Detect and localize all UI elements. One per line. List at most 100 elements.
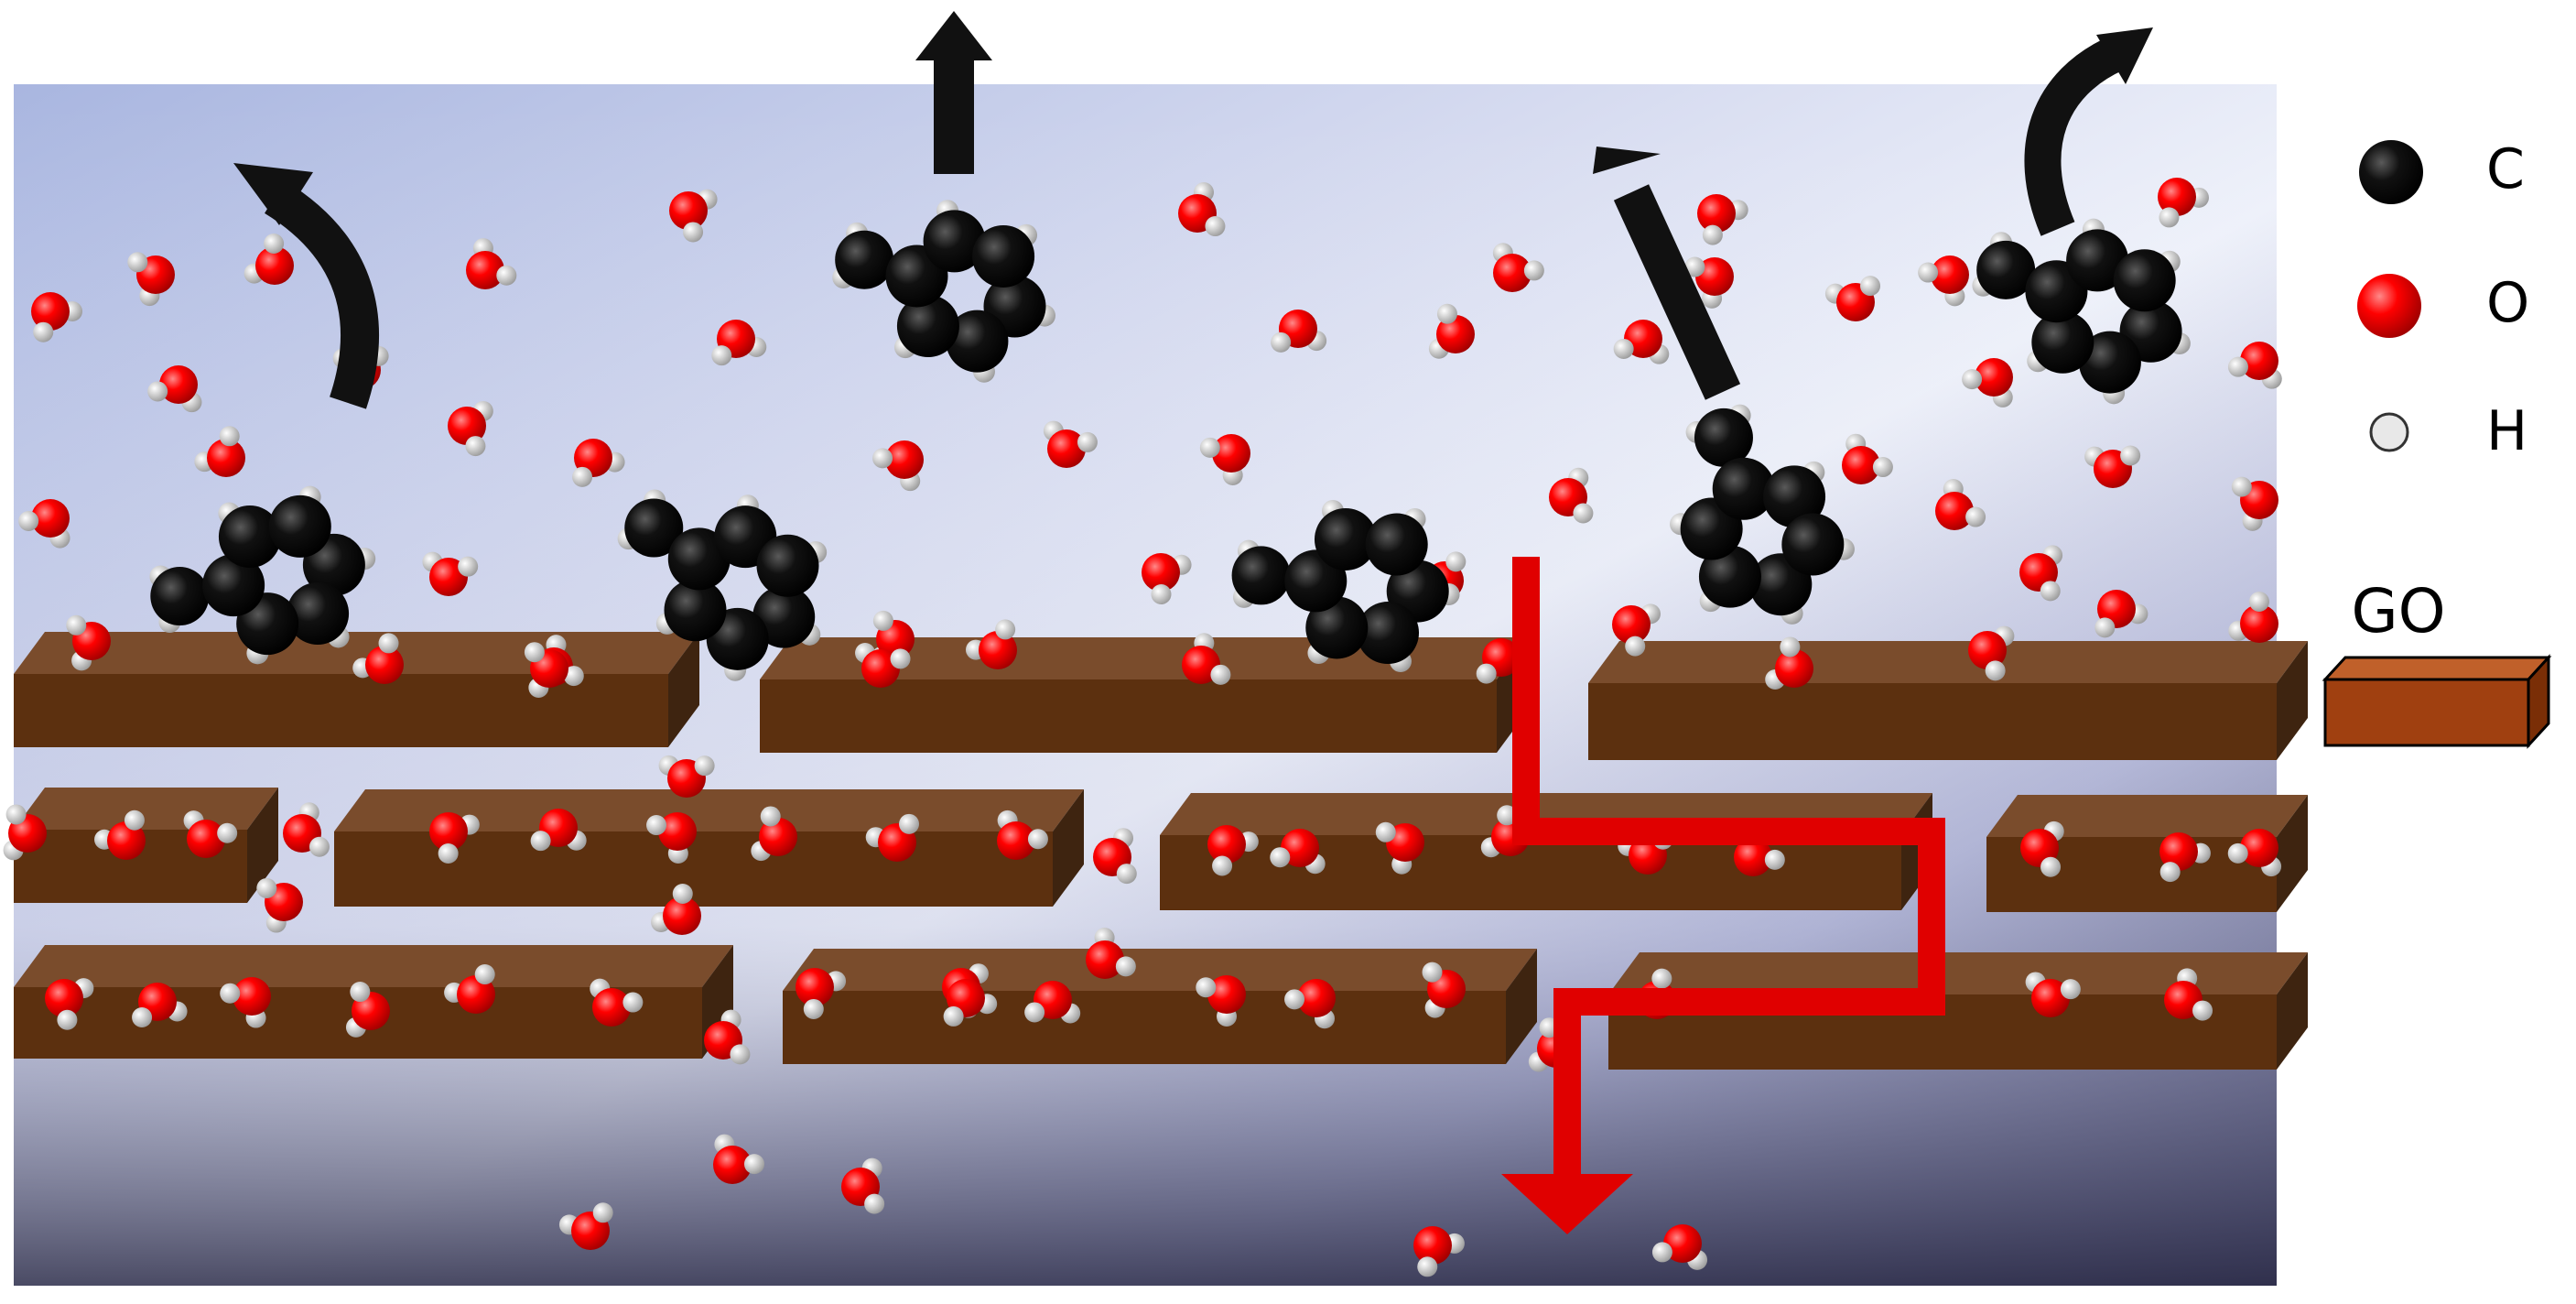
- water-molecule: [132, 983, 188, 1028]
- go-swatch: [2322, 654, 2552, 749]
- water-molecule: [943, 979, 998, 1027]
- water-molecule: [244, 234, 294, 285]
- water-molecule: [1824, 276, 1881, 321]
- toluene-molecule: [149, 485, 376, 665]
- water-molecule: [2227, 829, 2282, 877]
- water-molecule: [1182, 633, 1231, 685]
- water-molecule: [1842, 433, 1893, 484]
- water-molecule: [997, 810, 1048, 860]
- water-molecule: [669, 189, 718, 243]
- water-molecule: [1918, 255, 1969, 307]
- water-molecule: [18, 499, 70, 549]
- water-molecule: [1549, 467, 1594, 524]
- water-molecule: [855, 643, 911, 688]
- go-sheet: [783, 949, 1537, 1064]
- water-molecule: [872, 440, 924, 492]
- carbon-label: C: [2486, 137, 2525, 201]
- toluene-molecule: [1231, 499, 1460, 673]
- water-molecule: [2158, 178, 2209, 228]
- water-molecule: [1684, 256, 1734, 309]
- water-molecule: [127, 252, 175, 307]
- water-molecule: [2084, 445, 2141, 488]
- water-molecule: [2227, 342, 2282, 389]
- water-molecule: [466, 238, 517, 289]
- water-molecule: [1613, 320, 1670, 364]
- toluene-molecule: [1670, 404, 1855, 625]
- go-sheet: [334, 789, 1084, 907]
- water-molecule: [524, 642, 568, 698]
- water-molecule: [256, 877, 303, 933]
- water-molecule: [1270, 829, 1326, 875]
- water-molecule: [2019, 545, 2063, 602]
- water-molecule: [1428, 303, 1475, 359]
- water-molecule: [713, 1134, 764, 1184]
- water-molecule: [1375, 821, 1424, 875]
- water-molecule: [530, 809, 587, 852]
- water-molecule: [444, 964, 495, 1014]
- water-molecule: [429, 812, 480, 864]
- water-molecule: [147, 365, 202, 413]
- go-sheet: [14, 632, 699, 747]
- water-molecule: [796, 968, 847, 1019]
- water-molecule: [1492, 243, 1544, 292]
- diagonal-arrow: [1593, 147, 1741, 400]
- oxygen-label: O: [2486, 271, 2529, 335]
- water-molecule: [1086, 928, 1136, 979]
- water-molecule: [1968, 625, 2015, 681]
- water-molecule: [658, 755, 715, 798]
- water-molecule: [1962, 358, 2013, 408]
- water-molecule: [1284, 979, 1336, 1029]
- water-molecule: [448, 400, 493, 457]
- water-molecule: [751, 806, 797, 862]
- water-molecule: [2159, 832, 2211, 883]
- water-molecule: [1271, 310, 1327, 353]
- water-molecule: [422, 551, 479, 596]
- water-molecule: [2094, 590, 2148, 638]
- water-molecule: [1093, 828, 1137, 885]
- curved-arrow-right: [2024, 27, 2153, 236]
- water-molecule: [3, 804, 47, 861]
- water-molecule: [2020, 820, 2064, 877]
- water-molecule: [590, 978, 644, 1027]
- water-molecule: [220, 977, 271, 1028]
- water-molecule: [865, 813, 920, 862]
- water-molecule: [966, 619, 1017, 669]
- toluene-molecule: [617, 489, 828, 681]
- water-molecule: [2164, 968, 2213, 1021]
- hydrogen-swatch: [2369, 412, 2409, 452]
- water-molecule: [1196, 975, 1246, 1027]
- water-molecule: [1612, 603, 1661, 657]
- water-molecule: [558, 1202, 613, 1250]
- water-molecule: [841, 1157, 885, 1214]
- water-permeation-path: [1512, 557, 1945, 1200]
- water-molecule: [352, 633, 404, 684]
- oxygen-swatch: [2357, 274, 2421, 338]
- toluene-molecule: [832, 200, 1055, 383]
- water-molecule: [1142, 553, 1192, 604]
- up-arrow: [915, 11, 992, 174]
- water-molecule: [2231, 476, 2278, 531]
- water-molecule: [2228, 592, 2278, 643]
- toluene-molecule: [1972, 218, 2191, 405]
- water-molecule: [1413, 1226, 1465, 1277]
- water-molecule: [1207, 825, 1259, 876]
- water-molecule: [1199, 434, 1250, 485]
- curved-arrow-left: [233, 163, 379, 409]
- legend: C O H GO: [2322, 137, 2552, 749]
- water-molecule: [572, 439, 625, 487]
- go-label: GO: [2351, 576, 2445, 647]
- go-sheet: [1588, 641, 2308, 760]
- water-molecule: [345, 982, 390, 1038]
- water-molecule: [1043, 420, 1098, 468]
- water-molecule: [1024, 981, 1081, 1024]
- water-molecule: [1422, 962, 1466, 1018]
- water-molecule: [711, 320, 767, 366]
- water-molecule: [66, 614, 111, 671]
- water-molecule: [1697, 194, 1748, 245]
- water-molecule: [31, 292, 82, 342]
- water-molecule: [2025, 972, 2081, 1017]
- water-molecule: [651, 884, 701, 935]
- water-molecule: [1935, 479, 1986, 530]
- water-molecule: [704, 1009, 751, 1065]
